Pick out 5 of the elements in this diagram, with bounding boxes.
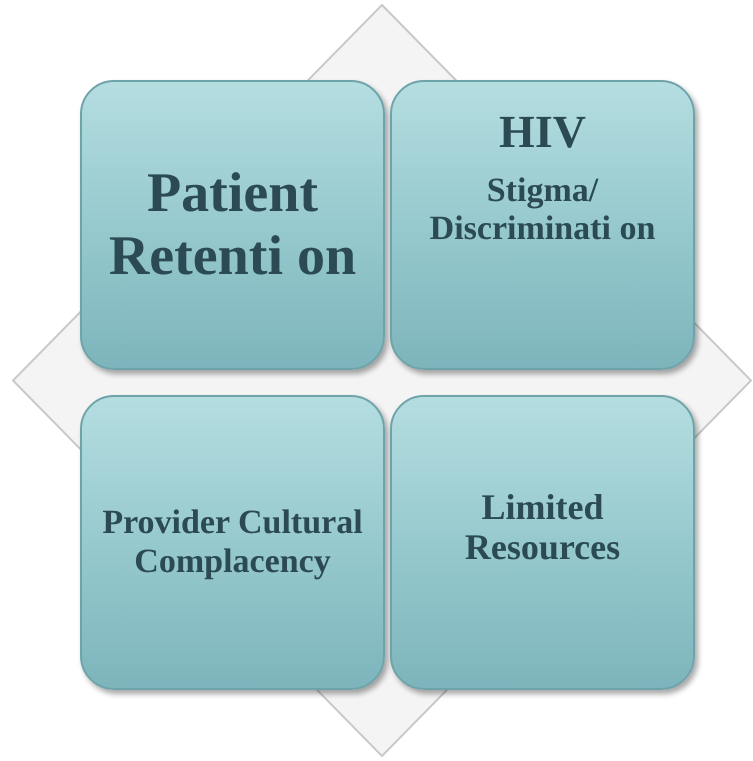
tile-text: Stigma/ Discriminati on bbox=[428, 172, 656, 248]
tile-heading: Limited Resources bbox=[464, 487, 622, 568]
tile-heading: Patient Retenti on bbox=[108, 162, 358, 288]
tile-heading: HIV bbox=[499, 106, 586, 158]
tile-heading: Provider Cultural Complacency bbox=[101, 504, 364, 581]
